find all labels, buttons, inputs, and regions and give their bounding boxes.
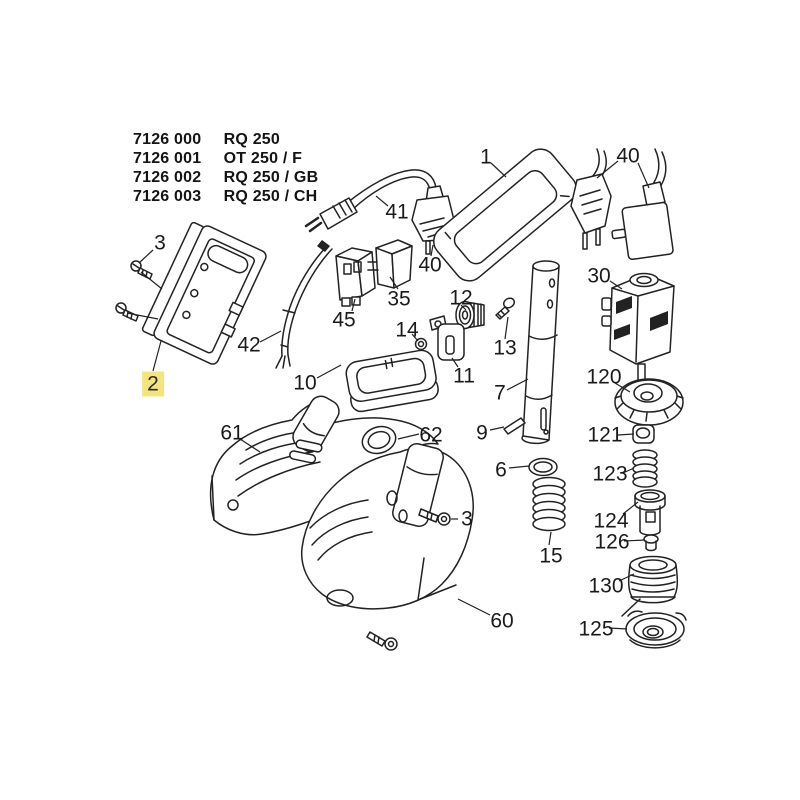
part-label-12[interactable]: 12 xyxy=(449,286,473,310)
model-row: 7126 000 RQ 250 xyxy=(133,130,318,149)
part-label-125[interactable]: 125 xyxy=(578,617,614,641)
part-41-cable-assembly xyxy=(304,169,437,233)
part-123-spring xyxy=(632,449,658,488)
part-7-shaft-tube xyxy=(521,260,560,445)
part-3-screw-housing xyxy=(418,508,451,526)
part-124-spool-holder xyxy=(634,489,666,536)
part-label-126[interactable]: 126 xyxy=(594,530,630,554)
part-126-nut xyxy=(643,534,659,552)
model-code: 7126 000 xyxy=(133,131,202,148)
model-row: 7126 002 RQ 250 / GB xyxy=(133,168,318,187)
part-6-washer xyxy=(528,457,558,477)
part-label-3-top[interactable]: 3 xyxy=(154,231,166,255)
part-121-square-nut xyxy=(632,424,655,444)
part-label-11[interactable]: 11 xyxy=(453,364,475,388)
model-list: 7126 000 RQ 250 7126 001 OT 250 / F 7126… xyxy=(133,130,318,206)
part-label-42[interactable]: 42 xyxy=(237,333,261,357)
part-3-screw-top xyxy=(115,260,153,322)
part-9-pin xyxy=(503,417,526,435)
part-label-62[interactable]: 62 xyxy=(419,423,443,447)
part-label-3-bottom[interactable]: 3 xyxy=(461,507,473,531)
part-45-switch xyxy=(335,247,376,307)
part-label-2-highlighted[interactable]: 2 xyxy=(142,371,164,397)
part-11-clamp-bracket xyxy=(429,315,465,361)
part-label-40-left[interactable]: 40 xyxy=(418,253,442,277)
part-label-61[interactable]: 61 xyxy=(220,421,244,445)
model-name: RQ 250 / GB xyxy=(223,169,319,186)
part-35-capacitor xyxy=(367,239,413,289)
part-2-bracket-plate xyxy=(141,221,267,365)
part-label-14[interactable]: 14 xyxy=(395,318,419,342)
model-name: OT 250 / F xyxy=(223,150,303,167)
part-130-line-spool xyxy=(621,555,679,617)
model-row: 7126 001 OT 250 / F xyxy=(133,149,318,168)
part-13-screw xyxy=(495,297,516,320)
part-label-15[interactable]: 15 xyxy=(539,544,563,568)
part-62-ring xyxy=(361,425,397,455)
model-code: 7126 001 xyxy=(133,150,202,167)
part-label-40-right[interactable]: 40 xyxy=(616,144,640,168)
part-40-plug-euro-right xyxy=(570,148,612,250)
part-12-knurled-knob xyxy=(455,300,485,330)
part-label-124[interactable]: 124 xyxy=(593,509,629,533)
part-1-housing-panel xyxy=(433,148,577,282)
part-label-10[interactable]: 10 xyxy=(293,371,317,395)
part-label-45[interactable]: 45 xyxy=(332,308,356,332)
part-label-6[interactable]: 6 xyxy=(495,458,507,482)
part-label-1[interactable]: 1 xyxy=(480,145,492,169)
part-label-60[interactable]: 60 xyxy=(490,609,514,633)
model-code: 7126 002 xyxy=(133,169,202,186)
part-label-35[interactable]: 35 xyxy=(387,287,411,311)
part-label-121[interactable]: 121 xyxy=(587,423,623,447)
part-label-123[interactable]: 123 xyxy=(592,462,628,486)
part-label-13[interactable]: 13 xyxy=(493,336,517,360)
model-code: 7126 003 xyxy=(133,188,202,205)
part-14-ring xyxy=(414,337,428,351)
part-10-handle-frame xyxy=(345,349,439,413)
part-label-130[interactable]: 130 xyxy=(588,574,624,598)
part-label-9[interactable]: 9 xyxy=(476,421,488,445)
part-60-housing xyxy=(300,442,474,610)
part-label-120[interactable]: 120 xyxy=(586,365,622,389)
model-row: 7126 003 RQ 250 / CH xyxy=(133,187,318,206)
model-name: RQ 250 xyxy=(223,131,280,148)
part-120-rotor-disc xyxy=(614,378,684,426)
part-15-spring xyxy=(532,476,566,532)
part-label-41[interactable]: 41 xyxy=(385,200,409,224)
part-screw-bottom xyxy=(366,631,398,651)
part-label-7[interactable]: 7 xyxy=(494,381,506,405)
part-42-cable xyxy=(275,240,333,369)
leader-lines xyxy=(126,160,650,630)
model-name: RQ 250 / CH xyxy=(223,188,318,205)
part-label-30[interactable]: 30 xyxy=(587,264,611,288)
part-125-spool-cap xyxy=(625,610,687,649)
